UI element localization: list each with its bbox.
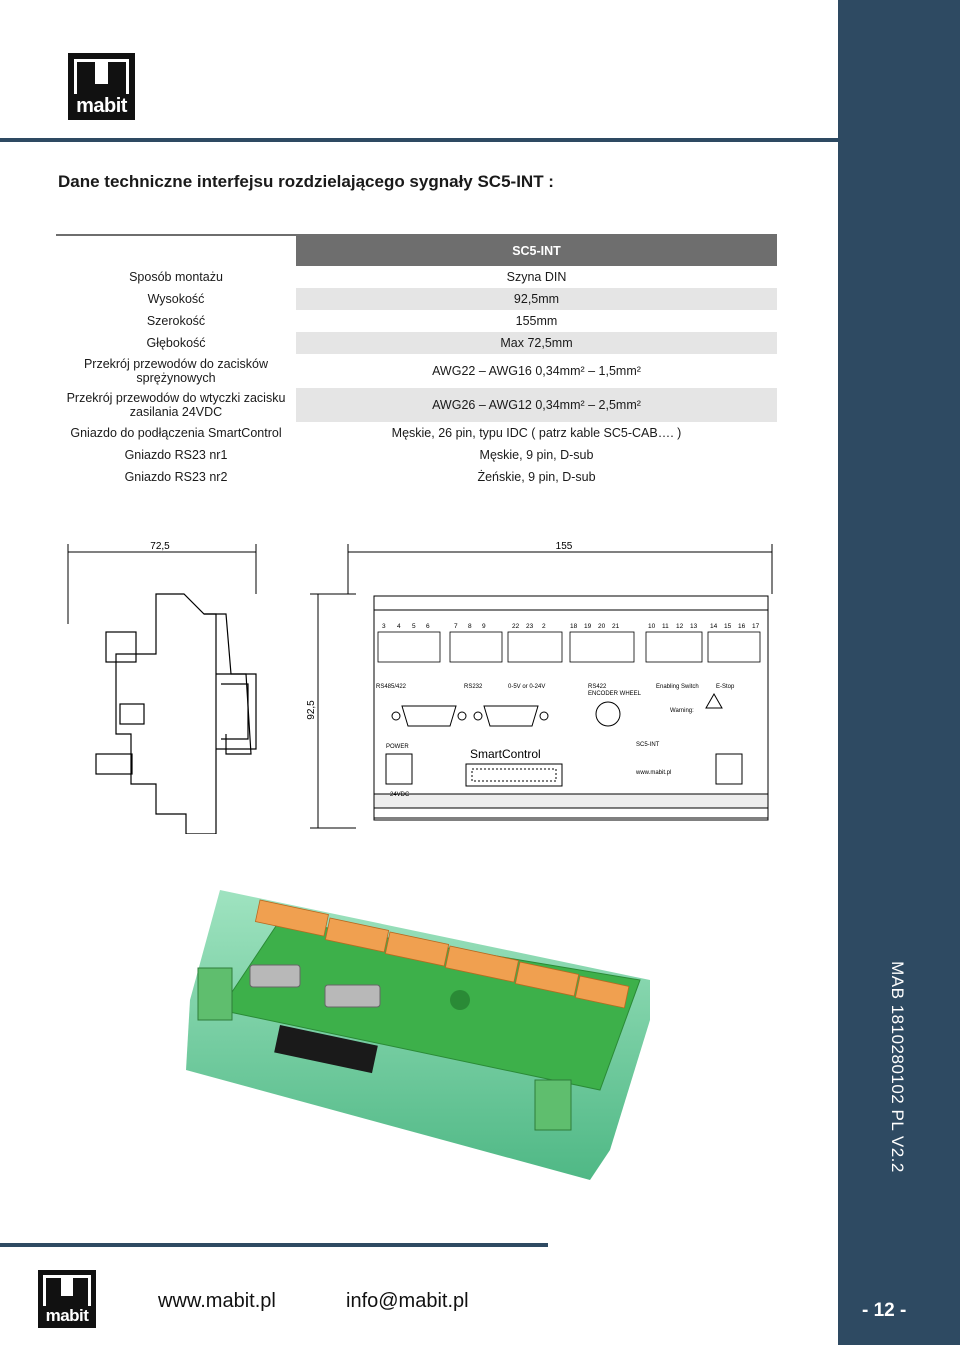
logo-text: mabit bbox=[45, 1306, 89, 1325]
svg-text:19: 19 bbox=[584, 623, 592, 630]
svg-text:11: 11 bbox=[662, 623, 669, 630]
enabling-label: Enabling Switch bbox=[656, 684, 699, 690]
spec-table: SC5-INT Sposób montażu Szyna DIN Wysokoś… bbox=[56, 236, 777, 488]
model-label: SC5-INT bbox=[636, 742, 660, 748]
table-row: Przekrój przewodów do wtyczki zacisku za… bbox=[56, 388, 777, 422]
svg-text:10: 10 bbox=[648, 623, 656, 630]
pcb-board bbox=[219, 919, 641, 1091]
terminal-block-row bbox=[377, 631, 761, 663]
svg-text:12: 12 bbox=[676, 623, 684, 630]
table-row: Gniazdo RS23 nr2 Żeńskie, 9 pin, D-sub bbox=[124, 470, 596, 484]
range-label: 0-5V or 0-24V bbox=[508, 684, 545, 690]
vdc-label: 24VDC bbox=[390, 792, 410, 798]
technical-drawing: 72,5 155 92,5 bbox=[67, 541, 773, 834]
mabit-logo-bottom: mabit bbox=[38, 1270, 96, 1328]
document-code: MAB 1810280102 PL V2.2 bbox=[888, 961, 907, 1173]
svg-text:22: 22 bbox=[512, 623, 520, 630]
product-photo bbox=[186, 890, 650, 1180]
rs422-label: RS422 bbox=[588, 684, 607, 690]
rs232-label: RS232 bbox=[464, 684, 483, 690]
svg-text:17: 17 bbox=[752, 623, 760, 630]
dsub-photo-connectors bbox=[249, 964, 381, 1008]
power-photo-plug bbox=[197, 967, 233, 1021]
terminal-numbers: 3 4 5 6 7 8 9 22 23 2 18 19 20 21 10 11 … bbox=[382, 623, 760, 630]
footer-website[interactable]: www.mabit.pl bbox=[158, 1290, 276, 1312]
table-header: SC5-INT bbox=[296, 236, 777, 266]
height-dimension bbox=[310, 593, 356, 829]
encoder-label: ENCODER WHEEL bbox=[588, 691, 642, 697]
svg-text:5: 5 bbox=[412, 623, 416, 630]
svg-text:15: 15 bbox=[724, 623, 732, 630]
idc-photo-header bbox=[274, 1025, 378, 1074]
svg-text:14: 14 bbox=[710, 623, 718, 630]
logo-text: mabit bbox=[76, 95, 127, 117]
estop-photo-plug bbox=[534, 1079, 572, 1131]
width-dimension bbox=[347, 544, 773, 594]
page-number: - 12 - bbox=[862, 1300, 907, 1321]
table-row: Przekrój przewodów do zacisków sprężynow… bbox=[83, 357, 641, 385]
www-label: www.mabit.pl bbox=[635, 770, 671, 776]
orange-terminals bbox=[254, 899, 630, 1009]
svg-text:20: 20 bbox=[598, 623, 606, 630]
svg-text:21: 21 bbox=[612, 623, 620, 630]
estop-plug bbox=[715, 753, 743, 785]
height-label: 92,5 bbox=[306, 700, 317, 720]
svg-text:2: 2 bbox=[542, 623, 546, 630]
table-header-row: SC5-INT bbox=[56, 236, 777, 266]
rs485-label: RS485/422 bbox=[376, 684, 407, 690]
power-plug bbox=[385, 753, 413, 785]
svg-text:13: 13 bbox=[690, 623, 698, 630]
svg-text:4: 4 bbox=[397, 623, 401, 630]
depth-dimension bbox=[67, 544, 257, 624]
dsub-connector-1 bbox=[391, 705, 467, 727]
header-rule bbox=[0, 138, 838, 142]
svg-text:8: 8 bbox=[468, 623, 472, 630]
power-label: POWER bbox=[386, 744, 409, 750]
encoder-photo-wheel bbox=[450, 990, 470, 1010]
svg-text:18: 18 bbox=[570, 623, 578, 630]
depth-label: 72,5 bbox=[150, 541, 170, 552]
estop-label: E-Stop bbox=[716, 684, 735, 690]
warning-icon bbox=[705, 692, 723, 709]
table-row: Gniazdo RS23 nr1 Męskie, 9 pin, D-sub bbox=[124, 448, 594, 462]
side-profile bbox=[95, 593, 257, 834]
table-row: Szerokość 155mm bbox=[146, 314, 558, 328]
footer-email[interactable]: info@mabit.pl bbox=[346, 1290, 469, 1312]
footer-rule bbox=[0, 1243, 548, 1247]
encoder-wheel bbox=[595, 701, 621, 727]
width-label: 155 bbox=[556, 541, 573, 552]
page-title: Dane techniczne interfejsu rozdzielające… bbox=[58, 172, 554, 191]
smartcontrol-label: SmartControl bbox=[470, 747, 541, 761]
svg-text:6: 6 bbox=[426, 623, 430, 630]
dsub-connector-2 bbox=[473, 705, 549, 727]
svg-text:9: 9 bbox=[482, 623, 486, 630]
table-row: Gniazdo do podłączenia SmartControl Męsk… bbox=[70, 426, 682, 440]
warning-label: Warning: bbox=[670, 708, 694, 714]
table-row: Wysokość 92,5mm bbox=[56, 288, 777, 310]
svg-text:7: 7 bbox=[454, 623, 458, 630]
mabit-logo-top: mabit bbox=[68, 53, 135, 120]
svg-text:3: 3 bbox=[382, 623, 386, 630]
svg-text:16: 16 bbox=[738, 623, 746, 630]
table-row: Sposób montażu Szyna DIN bbox=[129, 270, 567, 284]
table-row: Głębokość Max 72,5mm bbox=[56, 332, 777, 354]
board-front-view: 3 4 5 6 7 8 9 22 23 2 18 19 20 21 10 11 … bbox=[373, 595, 769, 821]
svg-text:23: 23 bbox=[526, 623, 534, 630]
side-band bbox=[838, 0, 960, 1345]
